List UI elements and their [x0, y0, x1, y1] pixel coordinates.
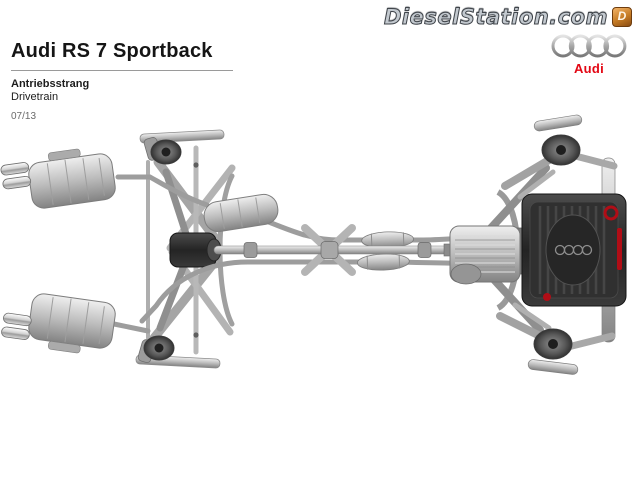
tailpipes-bottom — [1, 312, 32, 340]
rear-wheel-hub-bottom — [137, 335, 175, 363]
title-divider — [11, 70, 233, 71]
dieselstation-logo: DieselStation.com D — [384, 5, 632, 30]
audi-brand-block: Audi — [550, 32, 628, 76]
engine — [521, 193, 627, 307]
rear-axle-shafts — [156, 168, 192, 332]
subtitle-english: Drivetrain — [11, 91, 59, 103]
rear-wheel-hub-top — [143, 137, 182, 165]
rear-differential — [169, 232, 222, 268]
mid-muffler — [203, 193, 279, 233]
audi-rings-icon — [551, 34, 627, 58]
front-wheel-hub-top — [501, 114, 583, 200]
engine-cover-rings-icon — [554, 244, 593, 256]
date-code: 07/13 — [11, 111, 37, 122]
tailpipes-top — [0, 162, 32, 190]
dieselstation-logo-text: DieselStation.com — [384, 5, 609, 30]
transmission — [443, 225, 531, 285]
branding-block: DieselStation.com D Audi — [384, 5, 632, 76]
title-block: Audi RS 7 Sportback Antriebsstrang Drive… — [11, 40, 233, 122]
front-wheel-hub-bottom — [496, 302, 579, 375]
audi-brand-name: Audi — [573, 61, 605, 76]
rear-silencer-bottom — [28, 293, 116, 354]
rear-silencer-top — [28, 148, 116, 209]
dieselstation-badge-icon: D — [612, 7, 632, 27]
page-title: Audi RS 7 Sportback — [11, 40, 213, 62]
catalytic-converters — [356, 231, 414, 271]
driveshaft — [213, 224, 451, 276]
subtitle-german: Antriebsstrang — [11, 78, 90, 90]
